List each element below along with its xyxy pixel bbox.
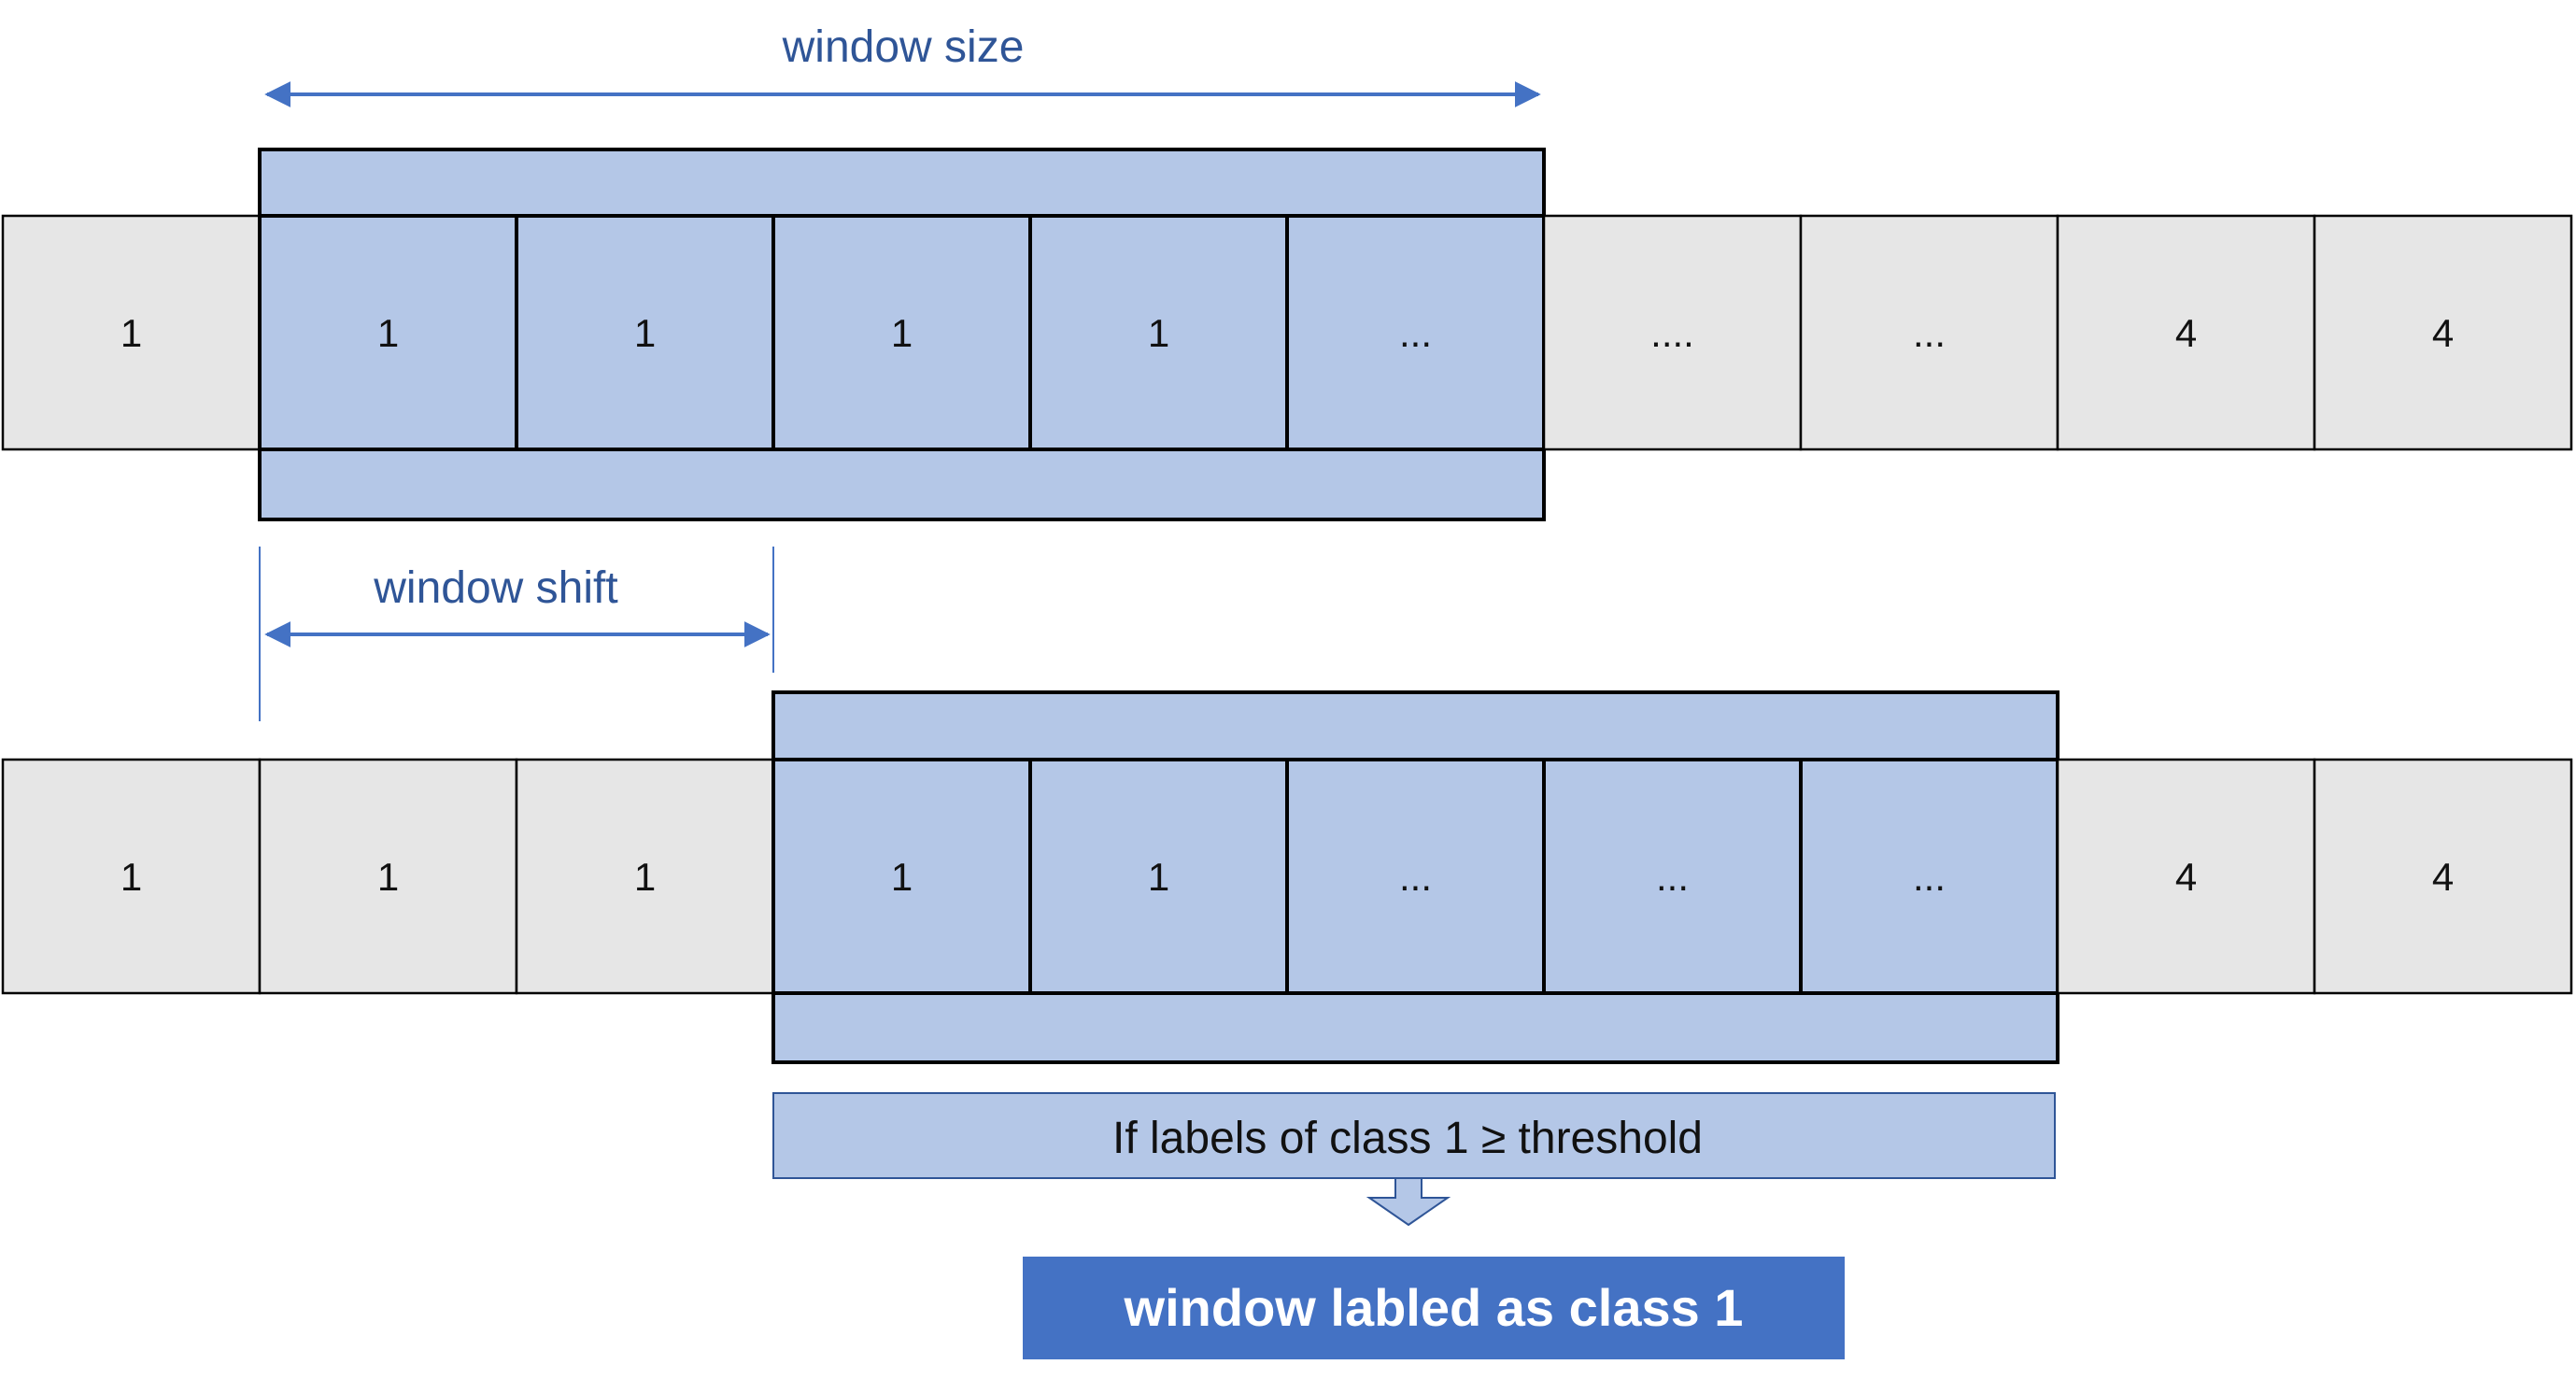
row1-cell-label-7: ...	[1913, 311, 1946, 355]
result-box: window labled as class 1	[1023, 1257, 1845, 1359]
result-label: window labled as class 1	[1124, 1278, 1744, 1337]
row2-cell-1	[258, 758, 518, 995]
row2-cell-8	[2056, 758, 2316, 995]
row1-cell-0	[1, 214, 262, 451]
row-1: 1 1 1 1 1.......... 4 4	[1, 148, 2573, 521]
row1-cell-8	[2056, 214, 2316, 451]
row2-cell-label-6: ...	[1656, 855, 1689, 899]
row1-cell-6	[1542, 214, 1803, 451]
row2-cell-label-0: 1	[120, 855, 142, 899]
result-box-frame	[1023, 1257, 1845, 1359]
row2-cell-label-2: 1	[634, 855, 656, 899]
row2-cell-5	[1285, 758, 1546, 995]
row1-cell-4	[1028, 214, 1289, 451]
row1-cell-7	[1799, 214, 2059, 451]
row1-cell-3	[771, 214, 1032, 451]
row1-cell-label-6: ....	[1650, 311, 1694, 355]
down-arrow-icon	[1366, 1177, 1451, 1227]
row1-cell-label-9: 4	[2432, 311, 2454, 355]
row2-cell-7	[1799, 758, 2059, 995]
condition-label: If labels of class 1 ≥ threshold	[1112, 1114, 1703, 1163]
row1-cell-label-4: 1	[1148, 311, 1169, 355]
row1-cell-1	[258, 214, 518, 451]
row-2: 1 1 1 1 1......... 4 4	[1, 690, 2573, 1064]
row2-cell-6	[1542, 758, 1803, 995]
row2-cell-label-7: ...	[1913, 855, 1946, 899]
row2-cell-label-4: 1	[1148, 855, 1169, 899]
row2-cell-9	[2313, 758, 2573, 995]
row1-cell-label-8: 4	[2175, 311, 2197, 355]
window-size-dimension: window size	[264, 22, 1541, 107]
row2-cell-label-3: 1	[891, 855, 913, 899]
row1-cell-label-5: ...	[1399, 311, 1432, 355]
row-1-cells: 1 1 1 1 1.......... 4 4	[1, 214, 2573, 451]
row1-cell-label-1: 1	[377, 311, 399, 355]
row1-cell-9	[2313, 214, 2573, 451]
row2-cell-label-9: 4	[2432, 855, 2454, 899]
row1-cell-label-2: 1	[634, 311, 656, 355]
row1-cell-2	[515, 214, 775, 451]
row-2-cells: 1 1 1 1 1......... 4 4	[1, 758, 2573, 995]
row2-cell-label-1: 1	[377, 855, 399, 899]
row1-cell-5	[1285, 214, 1546, 451]
window-shift-label: window shift	[373, 563, 617, 613]
row1-cell-label-3: 1	[891, 311, 913, 355]
row2-cell-label-8: 4	[2175, 855, 2197, 899]
row2-cell-label-5: ...	[1399, 855, 1432, 899]
row2-cell-0	[1, 758, 262, 995]
condition-box: If labels of class 1 ≥ threshold	[772, 1092, 2056, 1179]
window-size-label: window size	[782, 22, 1025, 72]
window-shift-dimension: window shift	[259, 547, 774, 721]
condition-box-frame	[772, 1092, 2056, 1179]
row1-cell-label-0: 1	[120, 311, 142, 355]
